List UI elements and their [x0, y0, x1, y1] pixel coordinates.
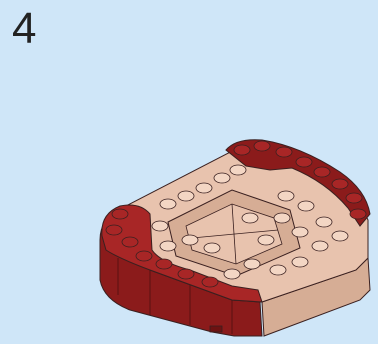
brick-model-illustration — [0, 0, 378, 344]
instruction-page: 4 — [0, 0, 378, 344]
